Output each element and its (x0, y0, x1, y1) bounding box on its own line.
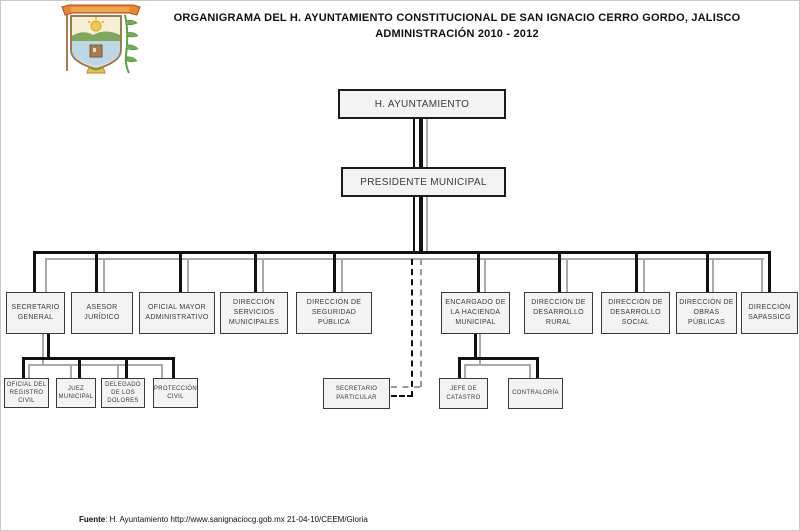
connector (22, 357, 25, 378)
connector-shadow (529, 364, 531, 378)
org-box-proteccion-civil: PROTECCIÓN CIVIL (153, 378, 198, 408)
connector (333, 251, 336, 292)
source-note: Fuente: H. Ayuntamiento http://www.sanig… (79, 515, 368, 524)
connector-shadow (117, 364, 119, 378)
connector (419, 197, 423, 253)
org-box-delegado-los-dolores: DELEGADO DE LOS DOLORES (101, 378, 145, 408)
org-box-oficial-mayor: OFICIAL MAYOR ADMINISTRATIVO (139, 292, 215, 334)
connector (474, 334, 477, 360)
org-box-juez-municipal: JUEZ MUNICIPAL (56, 378, 96, 408)
connector-shadow (161, 364, 163, 378)
connector (78, 357, 81, 378)
connector-shadow (712, 258, 714, 292)
connector (477, 251, 480, 292)
org-box-h-ayuntamiento: H. AYUNTAMIENTO (338, 89, 506, 119)
connector-rail-shadow (464, 364, 531, 366)
connector (172, 357, 175, 378)
connector-shadow (566, 258, 568, 292)
connector-rail-shadow (28, 364, 163, 366)
source-label: Fuente (79, 515, 106, 524)
connector-shadow (262, 258, 264, 292)
connector (768, 251, 771, 292)
org-box-jefe-de-catastro: JEFE DE CATASTRO (439, 378, 488, 409)
connector-shadow (341, 258, 343, 292)
connector-shadow (426, 119, 428, 167)
connector-shadow (464, 364, 466, 378)
connector (419, 119, 423, 167)
dashed-connector-shadow (420, 259, 422, 387)
org-box-obras-publicas: DIRECCIÓN DE OBRAS PÚBLICAS (676, 292, 737, 334)
connector-shadow (484, 258, 486, 292)
org-box-secretario-general: SECRETARIO GENERAL (6, 292, 65, 334)
org-box-presidente-municipal: PRESIDENTE MUNICIPAL (341, 167, 506, 197)
org-box-hacienda-municipal: ENCARGADO DE LA HACIENDA MUNICIPAL (441, 292, 510, 334)
org-box-desarrollo-rural: DIRECCIÓN DE DESARROLLO RURAL (524, 292, 593, 334)
connector-rail (22, 357, 175, 360)
org-box-sapassicg: DIRECCIÓN SAPASSICG (741, 292, 798, 334)
connector-shadow (761, 258, 763, 292)
connector-shadow (42, 334, 44, 365)
connector (47, 334, 50, 360)
connector-shadow (187, 258, 189, 292)
connector (536, 357, 539, 378)
connector-rail (458, 357, 539, 360)
org-box-desarrollo-social: DIRECCIÓN DE DESARROLLO SOCIAL (601, 292, 670, 334)
source-text: : H. Ayuntamiento http://www.sanignacioc… (105, 515, 368, 524)
connector-shadow (70, 364, 72, 378)
connector-shadow (28, 364, 30, 378)
title-line-1: ORGANIGRAMA DEL H. AYUNTAMIENTO CONSTITU… (173, 12, 741, 24)
connector (125, 357, 128, 378)
dashed-connector (391, 395, 413, 397)
org-box-servicios-municipales: DIRECCIÓN SERVICIOS MUNICIPALES (220, 292, 288, 334)
connector (458, 357, 461, 378)
connector (33, 251, 36, 292)
connector-shadow (426, 197, 428, 253)
connector-shadow (479, 334, 481, 365)
page-title: ORGANIGRAMA DEL H. AYUNTAMIENTO CONSTITU… (151, 11, 763, 43)
dashed-connector (411, 259, 413, 397)
connector (254, 251, 257, 292)
connector (95, 251, 98, 292)
connector (413, 119, 415, 167)
org-box-contraloria: CONTRALORÍA (508, 378, 563, 409)
connector (635, 251, 638, 292)
org-box-registro-civil: OFICIAL DEL REGISTRO CIVIL (4, 378, 49, 408)
org-box-seguridad-publica: DIRECCIÓN DE SEGURIDAD PÚBLICA (296, 292, 372, 334)
connector (706, 251, 709, 292)
connector-shadow (45, 258, 47, 292)
connector-shadow (103, 258, 105, 292)
connector-shadow (643, 258, 645, 292)
connector (558, 251, 561, 292)
org-box-asesor-juridico: ASESOR JURÍDICO (71, 292, 133, 334)
org-box-secretario-particular: SECRETARIO PARTICULAR (323, 378, 390, 409)
connector-rail-shadow (46, 258, 764, 260)
connector (413, 197, 415, 253)
connector-rail (34, 251, 771, 254)
title-line-2: ADMINISTRACIÓN 2010 - 2012 (375, 27, 539, 40)
dashed-connector-shadow (391, 386, 420, 388)
municipal-crest-icon (61, 4, 141, 74)
connector (179, 251, 182, 292)
